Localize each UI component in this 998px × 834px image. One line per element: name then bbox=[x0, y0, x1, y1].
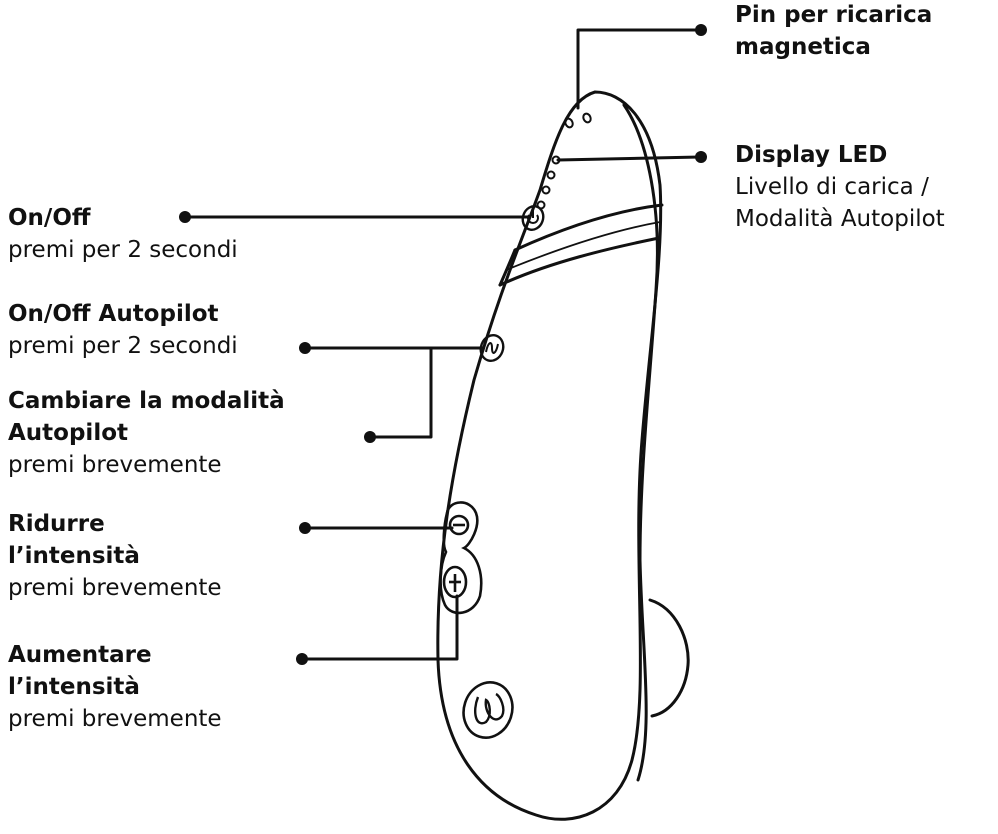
plus-icon bbox=[449, 574, 461, 592]
label-decrease: Ridurre l’intensità premi brevemente bbox=[8, 508, 222, 604]
label-decrease-sub: premi brevemente bbox=[8, 575, 222, 601]
leader-line-increase bbox=[300, 594, 459, 661]
power-button[interactable] bbox=[519, 203, 546, 232]
label-autopilot-mode-title-1: Cambiare la modalità bbox=[8, 388, 285, 414]
wave-icon bbox=[485, 342, 499, 354]
label-autopilot-on-off-title: On/Off Autopilot bbox=[8, 301, 219, 327]
label-on-off-sub: premi per 2 secondi bbox=[8, 237, 238, 263]
label-increase-title-2: l’intensità bbox=[8, 674, 140, 700]
label-autopilot-on-off-sub: premi per 2 secondi bbox=[8, 333, 238, 359]
label-increase-title-1: Aumentare bbox=[8, 642, 152, 668]
head-band-mid bbox=[505, 221, 661, 271]
label-led-sub-2: Modalità Autopilot bbox=[735, 206, 945, 232]
device-body bbox=[436, 90, 663, 821]
brand-logo bbox=[462, 681, 514, 739]
label-charging-pin-title-1: Pin per ricarica bbox=[735, 2, 933, 28]
plus-button[interactable] bbox=[442, 565, 468, 599]
label-on-off: On/Off premi per 2 secondi bbox=[8, 202, 238, 266]
dot-increase bbox=[296, 653, 308, 665]
label-autopilot-on-off: On/Off Autopilot premi per 2 secondi bbox=[8, 298, 238, 362]
autopilot-button[interactable] bbox=[477, 332, 507, 364]
suction-head bbox=[648, 598, 690, 718]
dot-led bbox=[695, 151, 707, 163]
brand-logo-icon bbox=[474, 692, 505, 725]
dot-autopilot bbox=[299, 342, 311, 354]
dot-autopilot-mode bbox=[364, 431, 376, 443]
dot-decrease bbox=[299, 522, 311, 534]
label-decrease-title-1: Ridurre bbox=[8, 511, 105, 537]
back-contour bbox=[622, 103, 659, 782]
dot-on-off bbox=[179, 211, 191, 223]
intensity-pill-outline bbox=[439, 501, 483, 615]
label-decrease-title-2: l’intensità bbox=[8, 543, 140, 569]
led-3 bbox=[541, 185, 551, 195]
label-autopilot-mode-sub: premi brevemente bbox=[8, 452, 222, 478]
label-led-sub-1: Livello di carica / bbox=[735, 174, 929, 200]
label-charging-pin: Pin per ricarica magnetica bbox=[735, 0, 932, 63]
leader-line-led bbox=[556, 155, 702, 162]
led-2 bbox=[546, 170, 556, 180]
label-led-title: Display LED bbox=[735, 142, 888, 168]
head-band-upper bbox=[513, 203, 664, 252]
charging-pin-right bbox=[582, 112, 592, 124]
label-on-off-title: On/Off bbox=[8, 205, 91, 231]
dot-charging-pin bbox=[695, 24, 707, 36]
label-charging-pin-title-2: magnetica bbox=[735, 34, 871, 60]
label-increase: Aumentare l’intensità premi brevemente bbox=[8, 639, 222, 735]
leader-line-autopilot-mode bbox=[368, 346, 433, 439]
label-increase-sub: premi brevemente bbox=[8, 706, 222, 732]
leader-line-charging-pin bbox=[576, 28, 702, 110]
label-led-display: Display LED Livello di carica / Modalità… bbox=[735, 139, 945, 235]
label-autopilot-mode: Cambiare la modalità Autopilot premi bre… bbox=[8, 385, 285, 481]
head-band-lower bbox=[498, 236, 661, 287]
led-1 bbox=[551, 155, 561, 165]
power-icon bbox=[527, 210, 539, 224]
minus-button[interactable] bbox=[448, 514, 470, 536]
intensity-control bbox=[439, 501, 483, 615]
charging-pin-left bbox=[564, 117, 574, 129]
label-autopilot-mode-title-2: Autopilot bbox=[8, 420, 128, 446]
